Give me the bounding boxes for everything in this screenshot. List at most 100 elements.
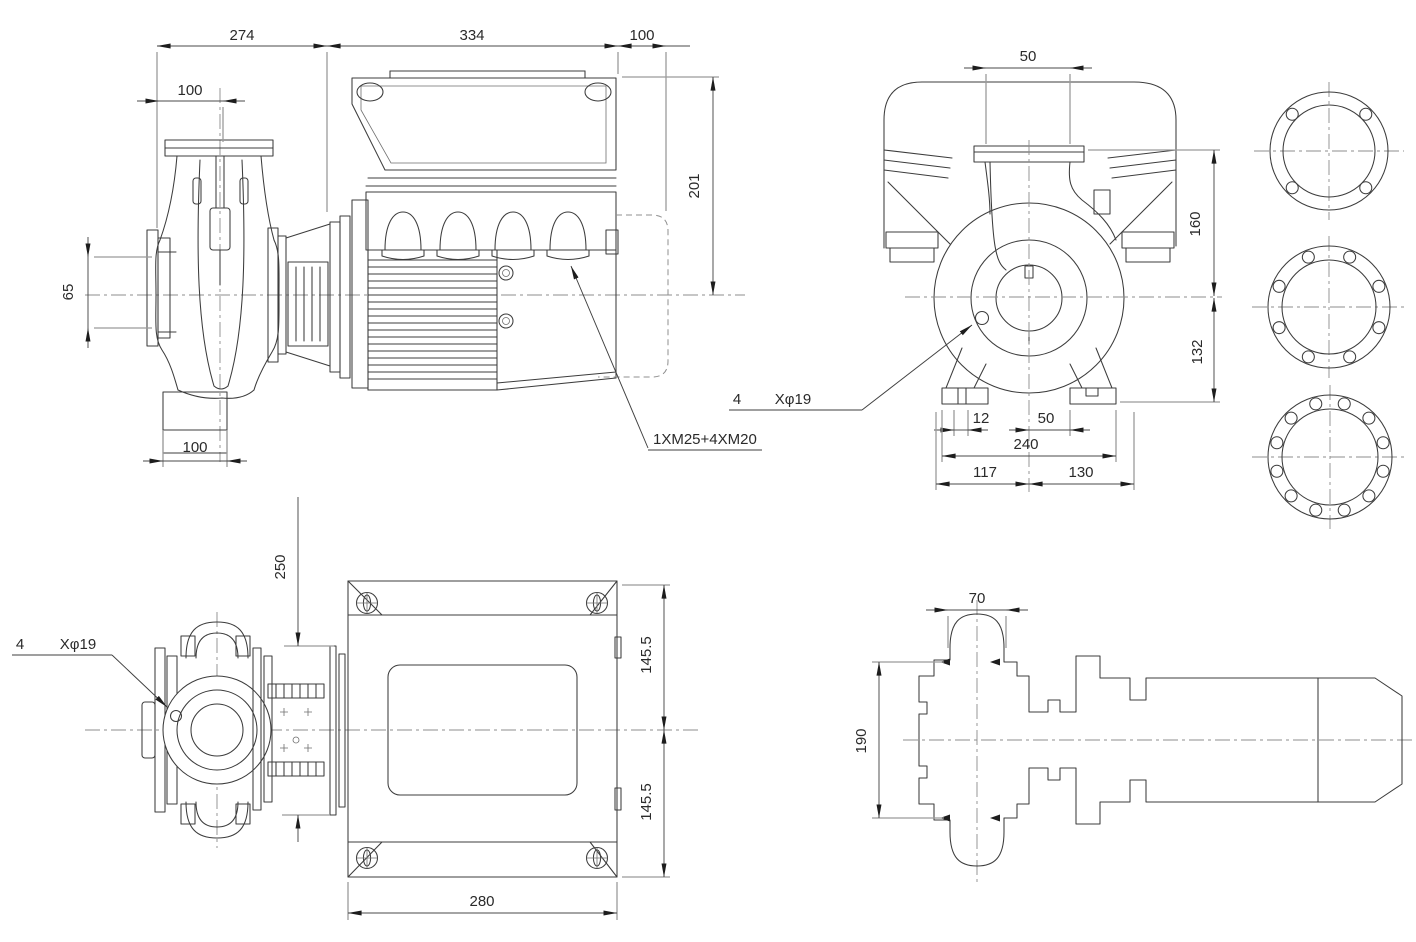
hole-spec-label: Xφ19 <box>60 636 96 653</box>
dim-145-upper: 145.5 <box>638 636 655 674</box>
box-screw <box>585 846 609 870</box>
motor-foot <box>1121 231 1175 249</box>
bolt-hole <box>1285 107 1299 121</box>
top-view: 250 145.5 145.5 280 4 Xφ19 <box>12 497 700 920</box>
pump-casing <box>146 139 280 454</box>
dim-160: 160 <box>1187 211 1204 236</box>
dim-334: 334 <box>459 27 484 44</box>
motor-screw <box>498 313 514 329</box>
dim-50-port: 50 <box>1020 48 1037 65</box>
bolt-hole <box>1372 321 1386 335</box>
dim-12: 12 <box>973 410 990 427</box>
hole-count-label: 4 <box>733 391 741 408</box>
terminal-box <box>351 77 617 171</box>
bolt-hole <box>1376 436 1390 450</box>
box-screw <box>584 82 612 102</box>
dim-132: 132 <box>1189 339 1206 364</box>
box-screw <box>585 591 609 615</box>
side-view-dimensions: 274 334 100 100 65 201 100 <box>60 27 762 467</box>
motor-box <box>347 580 618 878</box>
dim-117: 117 <box>973 464 997 481</box>
dim-70: 70 <box>969 590 986 607</box>
flange-outer-circle <box>1267 394 1393 520</box>
bolt-hole <box>1372 279 1386 293</box>
bolt-hole <box>1343 250 1357 264</box>
hole-spec-label: Xφ19 <box>775 391 811 408</box>
cable-gland-bumps <box>381 211 590 261</box>
motor-top-window <box>387 664 578 796</box>
flange-inner-circle <box>1281 408 1379 506</box>
bolt-hole <box>1270 464 1284 478</box>
cable-gland-bump <box>491 211 535 261</box>
dim-100-rear: 100 <box>629 27 654 44</box>
dim-65: 65 <box>60 284 77 301</box>
top-view-dimensions: 250 145.5 145.5 280 4 Xφ19 <box>12 497 670 920</box>
bolt-hole <box>1362 489 1376 503</box>
motor-fins <box>367 259 498 380</box>
bolt-hole <box>1362 411 1376 425</box>
motor-top <box>347 580 622 878</box>
flange-inner-circle <box>1281 259 1377 355</box>
pump-top <box>141 621 346 839</box>
dim-190: 190 <box>853 728 870 753</box>
motor-flange-top <box>329 645 337 816</box>
motor-front <box>883 81 1177 263</box>
bolt-hole <box>1270 436 1284 450</box>
bolt-hole <box>1301 250 1315 264</box>
flange-outer-circle <box>1269 91 1389 211</box>
dim-130: 130 <box>1068 464 1093 481</box>
discharge-flange-circle <box>162 675 272 785</box>
bolt-hole <box>1309 397 1323 411</box>
dim-50-foot: 50 <box>1038 410 1055 427</box>
end-view: 70 190 <box>853 590 1412 882</box>
motor-extension-dashed <box>598 214 669 378</box>
flange-4-hole <box>1254 82 1404 220</box>
bolt-hole <box>1337 397 1351 411</box>
bolt-hole <box>1376 464 1390 478</box>
hole-count-label: 4 <box>16 636 24 653</box>
cable-gland-bump <box>436 211 480 261</box>
dim-274: 274 <box>229 27 254 44</box>
front-view-dimensions: 50 160 132 12 50 240 <box>729 48 1220 490</box>
coupling-guard-top <box>267 683 325 699</box>
front-view: 50 160 132 12 50 240 <box>729 48 1222 492</box>
box-screw <box>355 591 379 615</box>
dim-145-lower: 145.5 <box>638 783 655 821</box>
gland-band <box>365 191 617 251</box>
pump-foot-left <box>941 387 989 405</box>
dim-100-flange: 100 <box>177 82 202 99</box>
bolt-hole <box>1337 503 1351 517</box>
bolt-hole <box>1285 181 1299 195</box>
box-screw <box>356 82 384 102</box>
motor-screw <box>498 265 514 281</box>
dim-250: 250 <box>272 554 289 579</box>
bolt-hole <box>1301 350 1315 364</box>
outline-profile <box>918 613 1403 867</box>
bolt-hole <box>1359 107 1373 121</box>
pump-pedestal <box>162 391 228 454</box>
flange-bolt-hole <box>974 310 990 326</box>
flange-12-hole <box>1252 385 1408 529</box>
flange-bolt-hole <box>169 709 183 723</box>
bolt-hole <box>1309 503 1323 517</box>
bolt-hole <box>1272 321 1286 335</box>
bolt-hole <box>1359 181 1373 195</box>
dim-100-foot: 100 <box>182 439 207 456</box>
flange-8-hole <box>1252 236 1406 378</box>
box-screw <box>355 846 379 870</box>
motor-side <box>351 70 669 391</box>
coupling-section <box>267 199 369 389</box>
motor-foot <box>885 231 939 249</box>
cable-gland-bump <box>381 211 425 261</box>
end-view-dimensions: 70 190 <box>853 590 1028 819</box>
bolt-hole <box>1284 489 1298 503</box>
dim-280: 280 <box>469 893 494 910</box>
dim-201: 201 <box>686 173 703 198</box>
cable-gland-bump <box>546 211 590 261</box>
dim-240: 240 <box>1013 436 1038 453</box>
gland-label: 1XM25+4XM20 <box>653 431 757 448</box>
flange-outer-circle <box>1267 245 1391 369</box>
bolt-hole <box>1272 279 1286 293</box>
